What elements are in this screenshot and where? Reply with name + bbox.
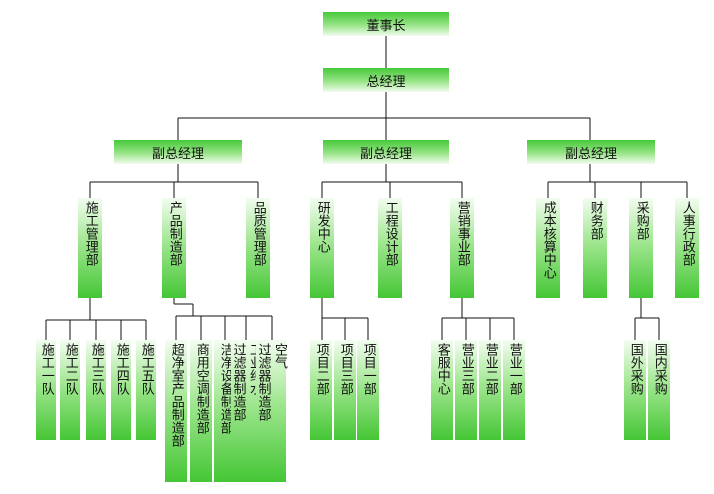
unit-clean-equipment: 洁净设备制造部 xyxy=(214,340,236,482)
unit-project-3: 项目三部 xyxy=(334,340,356,440)
dept-engineering-design: 工程设计部 xyxy=(378,198,402,298)
dept-hr-admin: 人事行政部 xyxy=(675,198,699,298)
chairman-box: 董事长 xyxy=(323,12,449,36)
unit-commercial-ac: 商用空调制造部 xyxy=(190,340,212,482)
unit-construction-team-5: 施工五队 xyxy=(136,340,156,440)
dept-marketing: 营销事业部 xyxy=(450,198,474,298)
unit-cleanroom-products: 超净室产品制造部 xyxy=(165,340,187,482)
unit-sales-2: 营业二部 xyxy=(479,340,501,440)
dept-product-manufacturing: 产品制造部 xyxy=(162,198,186,298)
dept-construction-mgmt: 施工管理部 xyxy=(78,198,102,298)
unit-construction-team-2: 施工二队 xyxy=(60,340,80,440)
dept-purchasing: 采购部 xyxy=(629,198,653,298)
unit-project-1: 项目一部 xyxy=(357,340,379,440)
dept-cost-accounting: 成本核算中心 xyxy=(536,198,560,298)
vice-gm-box-3: 副总经理 xyxy=(527,140,655,164)
unit-air-filter: 空气 过滤器制造部 xyxy=(256,340,287,482)
dept-finance: 财务部 xyxy=(583,198,607,298)
unit-customer-service: 客服中心 xyxy=(431,340,453,440)
unit-construction-team-3: 施工三队 xyxy=(86,340,106,440)
unit-overseas-purchasing: 国外采购 xyxy=(624,340,646,440)
unit-project-2: 项目二部 xyxy=(310,340,332,440)
unit-sales-1: 营业一部 xyxy=(503,340,525,440)
unit-domestic-purchasing: 国内采购 xyxy=(648,340,670,440)
general-manager-box: 总经理 xyxy=(323,68,449,92)
unit-construction-team-1: 施工一队 xyxy=(36,340,56,440)
vice-gm-box-2: 副总经理 xyxy=(323,140,449,164)
dept-quality-mgmt: 品质管理部 xyxy=(246,198,270,298)
unit-sales-3: 营业三部 xyxy=(455,340,477,440)
dept-rnd-center: 研发中心 xyxy=(310,198,334,298)
unit-construction-team-4: 施工四队 xyxy=(111,340,131,440)
vice-gm-box-1: 副总经理 xyxy=(114,140,242,164)
